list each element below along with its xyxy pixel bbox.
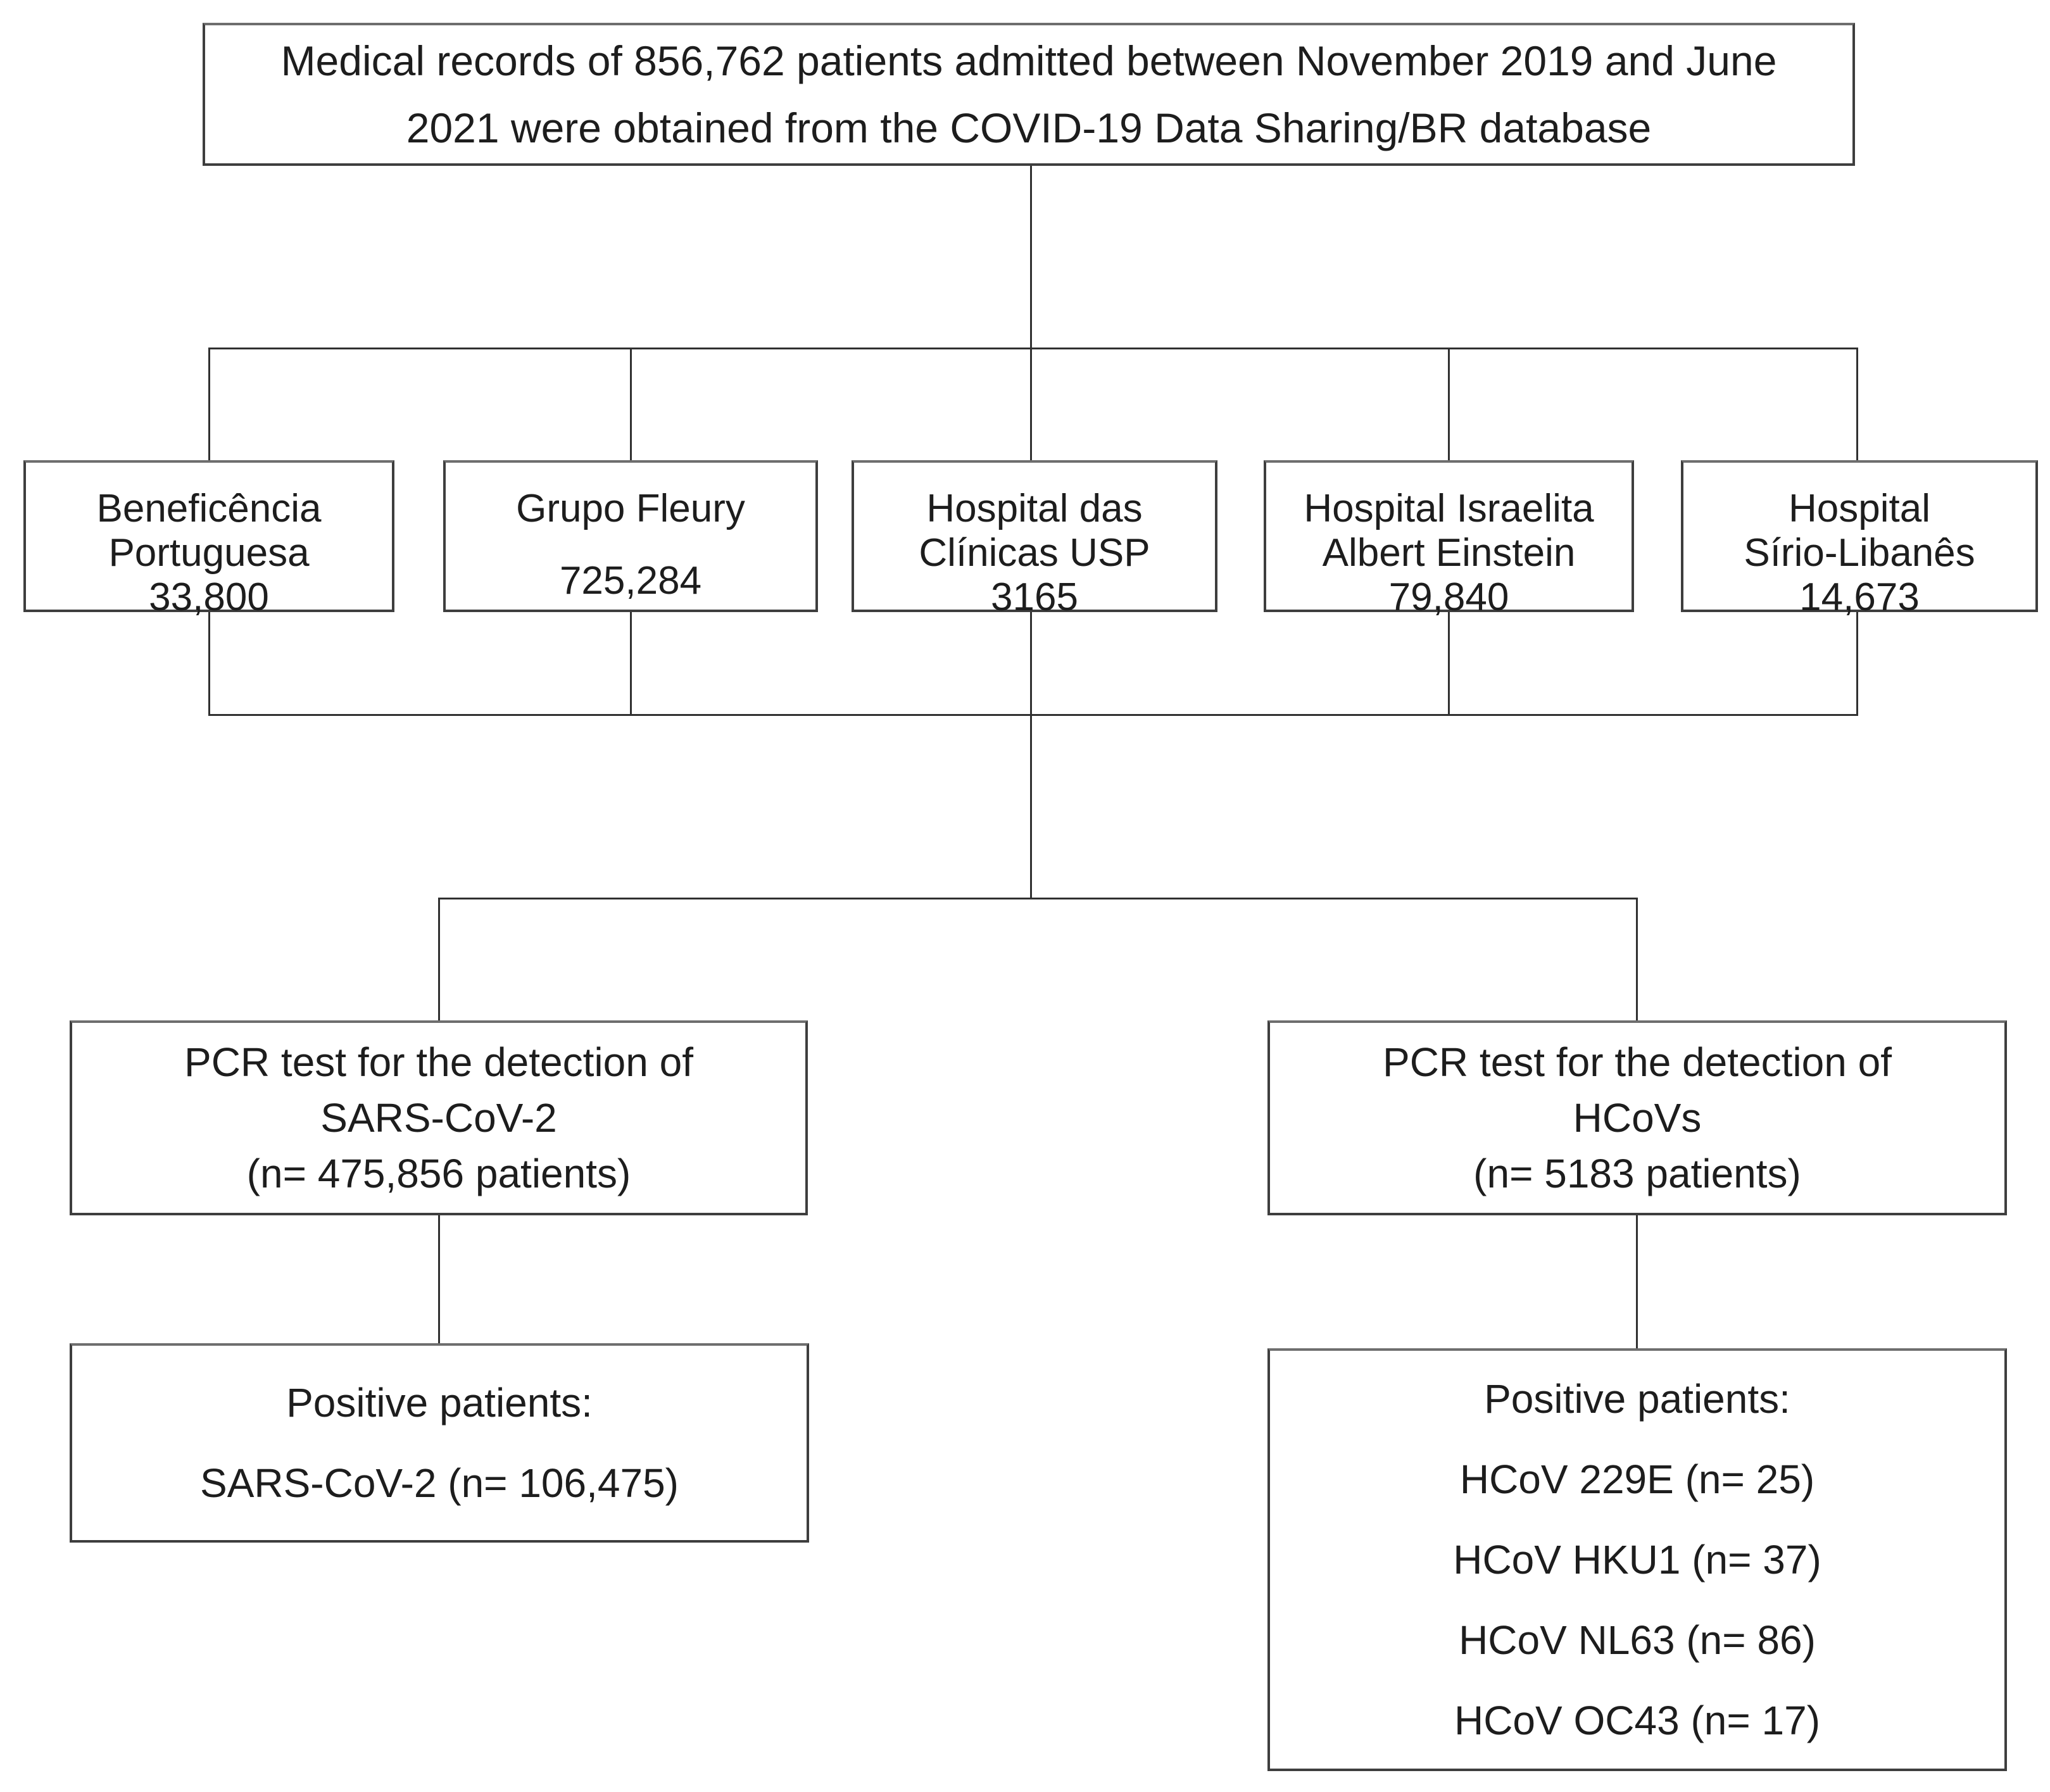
connector-drop-h3 — [1030, 348, 1032, 461]
hospital-name-line-2: Portuguesa — [108, 531, 310, 575]
hospital-box-grupo-fleury: Grupo Fleury 725,284 — [443, 460, 818, 612]
connector-collect-h5 — [1856, 611, 1858, 716]
database-source-box: Medical records of 856,762 patients admi… — [203, 23, 1855, 166]
hospital-name-line-1: Hospital das — [926, 487, 1143, 530]
connector-collector-down — [1030, 714, 1032, 899]
connector-drop-h2 — [630, 348, 632, 461]
positive-header: Positive patients: — [286, 1379, 593, 1425]
connector-drop-h1 — [208, 348, 210, 461]
pcr-line-2: HCoVs — [1573, 1095, 1702, 1141]
hospital-name: Beneficência Portuguesa — [96, 487, 321, 575]
connector-drop-h5 — [1856, 348, 1858, 461]
pcr-line-3: (n= 5183 patients) — [1473, 1151, 1801, 1196]
hospital-name-line-1: Hospital Israelita — [1304, 487, 1594, 530]
pcr-line-3: (n= 475,856 patients) — [246, 1151, 631, 1196]
hospital-name-line-2: Sírio-Libanês — [1744, 531, 1975, 575]
connector-pcr-right-to-positive — [1636, 1214, 1638, 1350]
hospital-name: Hospital Sírio-Libanês — [1744, 487, 1975, 575]
connector-collector — [208, 714, 1858, 716]
hospital-patient-count: 725,284 — [559, 559, 702, 603]
connector-collect-h4 — [1448, 611, 1450, 716]
hospital-name-line-2: Clínicas USP — [919, 531, 1150, 575]
hospital-box-beneficencia-portuguesa: Beneficência Portuguesa 33,800 — [23, 460, 394, 619]
hospital-name: Hospital Israelita Albert Einstein — [1304, 487, 1594, 575]
pcr-line-1: PCR test for the detection of — [184, 1039, 693, 1085]
connector-drop-pcr-left — [438, 898, 440, 1022]
pcr-line-2: SARS-CoV-2 — [320, 1095, 557, 1141]
database-source-line-2: 2021 were obtained from the COVID-19 Dat… — [406, 104, 1652, 151]
hospital-name-line-1: Beneficência — [96, 487, 322, 530]
positive-sars-cov-2-box: Positive patients: SARS-CoV-2 (n= 106,47… — [70, 1343, 809, 1543]
hospital-box-sirio-libanes: Hospital Sírio-Libanês 14,673 — [1681, 460, 2038, 619]
pcr-sars-cov-2-box: PCR test for the detection of SARS-CoV-2… — [70, 1020, 808, 1215]
connector-split — [438, 898, 1638, 899]
pcr-line-1: PCR test for the detection of — [1383, 1039, 1892, 1085]
hospital-box-israelita-albert-einstein: Hospital Israelita Albert Einstein 79,84… — [1264, 460, 1634, 619]
connector-pcr-left-to-positive — [438, 1214, 440, 1344]
connector-collect-h2 — [630, 611, 632, 716]
hospital-name: Hospital das Clínicas USP — [919, 487, 1150, 575]
positive-hcovs-box: Positive patients: HCoV 229E (n= 25) HCo… — [1267, 1348, 2007, 1771]
positive-entry: HCoV 229E (n= 25) — [1459, 1456, 1815, 1502]
connector-distributor — [208, 348, 1858, 349]
hospital-box-hospital-das-clinicas-usp: Hospital das Clínicas USP 3165 — [852, 460, 1217, 619]
hospital-name-line-1: Hospital — [1789, 487, 1930, 530]
positive-entry: HCoV OC43 (n= 17) — [1454, 1697, 1821, 1743]
positive-entry: HCoV NL63 (n= 86) — [1459, 1617, 1816, 1663]
hospital-name: Grupo Fleury — [516, 487, 745, 531]
hospital-patient-count: 79,840 — [1388, 575, 1509, 619]
hospital-patient-count: 3165 — [991, 575, 1078, 619]
database-source-line-1: Medical records of 856,762 patients admi… — [280, 37, 1777, 84]
hospital-patient-count: 14,673 — [1799, 575, 1920, 619]
positive-header: Positive patients: — [1484, 1375, 1790, 1422]
connector-drop-h4 — [1448, 348, 1450, 461]
connector-database-down — [1030, 166, 1032, 349]
connector-drop-pcr-right — [1636, 898, 1638, 1022]
hospital-patient-count: 33,800 — [149, 575, 269, 619]
connector-collect-h3 — [1030, 611, 1032, 716]
hospital-name-line-1: Grupo Fleury — [516, 487, 745, 530]
connector-collect-h1 — [208, 611, 210, 716]
hospital-name-line-2: Albert Einstein — [1322, 531, 1576, 575]
pcr-hcovs-box: PCR test for the detection of HCoVs (n= … — [1267, 1020, 2007, 1215]
positive-entry: SARS-CoV-2 (n= 106,475) — [200, 1460, 679, 1506]
positive-entry: HCoV HKU1 (n= 37) — [1453, 1536, 1821, 1582]
